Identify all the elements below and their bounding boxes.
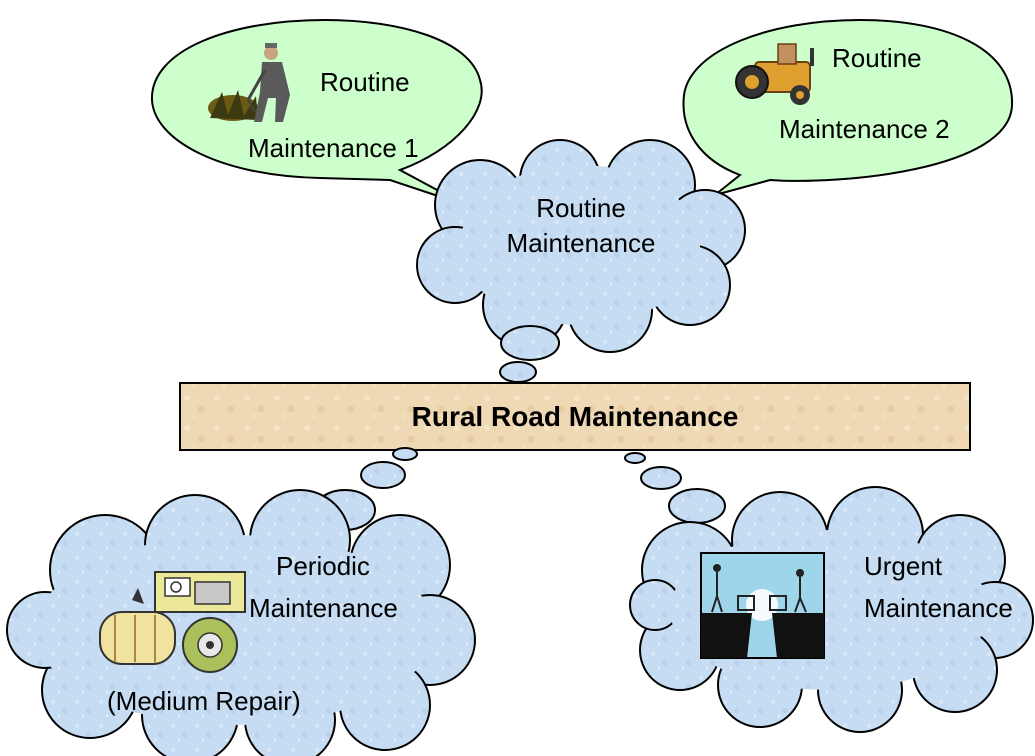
road-roller-icon [99,571,246,673]
bubble-1-line2: Maintenance 1 [248,133,419,163]
cloud-periodic-line1: Periodic [276,551,370,581]
cloud-periodic-note: (Medium Repair) [107,686,301,716]
cloud-periodic-line2: Maintenance [249,593,398,623]
cloud-routine-line1: Routine [536,193,626,223]
cloud-routine-maintenance [416,139,746,353]
bubble-1-line1: Routine [320,67,410,97]
center-box [179,382,971,451]
bubble-routine-maintenance-1 [150,18,483,206]
cloud-urgent-line2: Maintenance [864,593,1013,623]
broken-bridge-icon [700,552,825,659]
center-title: Rural Road Maintenance [411,400,739,432]
worker-with-rake-icon [208,43,290,122]
cloud-routine-line2: Maintenance [506,228,656,258]
cloud-urgent-line1: Urgent [864,551,943,581]
bubble-2-line2: Maintenance 2 [779,114,950,144]
cloud-periodic-maintenance [6,489,476,756]
tractor-icon [735,43,814,105]
bubble-2-line1: Routine [832,43,922,73]
thought-trail-urgent [624,452,726,524]
